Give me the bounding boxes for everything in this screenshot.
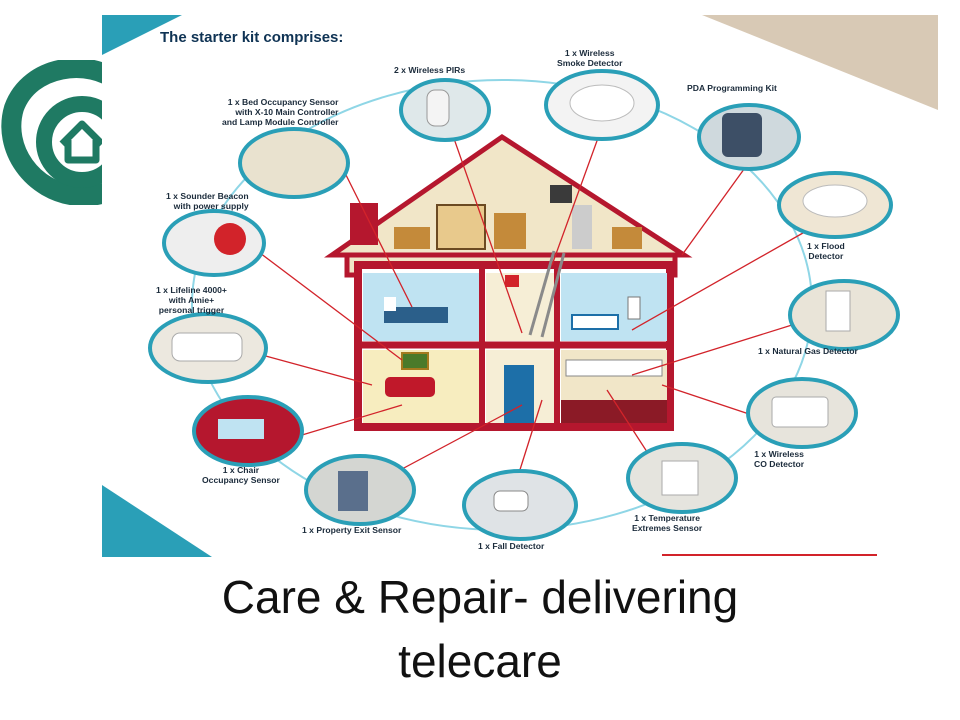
slide-caption: Care & Repair- delivering telecare bbox=[0, 565, 960, 693]
teal-corner-top bbox=[102, 15, 182, 55]
sounder-photo bbox=[162, 209, 266, 277]
label-flood-detector: 1 x Flood Detector bbox=[807, 241, 845, 261]
starter-kit-diagram: The starter kit comprises: 2 x Wireless … bbox=[102, 15, 938, 557]
label-bed-sensor: 1 x Bed Occupancy Sensor with X-10 Main … bbox=[222, 97, 339, 127]
label-pda-kit: PDA Programming Kit bbox=[687, 83, 777, 93]
label-sounder-beacon: 1 x Sounder Beacon with power supply bbox=[166, 191, 249, 211]
teal-corner-bottom bbox=[102, 485, 212, 557]
kit-heading: The starter kit comprises: bbox=[160, 29, 344, 46]
label-temperature-sensor: 1 x Temperature Extremes Sensor bbox=[632, 513, 703, 533]
caption-line-1: Care & Repair- delivering bbox=[221, 571, 739, 623]
label-lifeline: 1 x Lifeline 4000+ with Amie+ personal t… bbox=[156, 285, 227, 315]
label-wireless-pirs: 2 x Wireless PIRs bbox=[394, 65, 466, 75]
house-illustration bbox=[324, 133, 693, 431]
device-photos bbox=[148, 69, 900, 541]
connector-lines bbox=[259, 109, 811, 496]
label-chair-sensor: 1 x Chair Occupancy Sensor bbox=[202, 465, 280, 485]
label-fall-detector: 1 x Fall Detector bbox=[478, 541, 545, 551]
caption-line-2: telecare bbox=[398, 635, 562, 687]
bed-photo bbox=[238, 127, 350, 199]
label-exit-sensor: 1 x Property Exit Sensor bbox=[302, 525, 402, 535]
photo-corner bbox=[702, 15, 938, 110]
label-smoke-detector: 1 x Wireless Smoke Detector bbox=[557, 48, 623, 68]
label-co-detector: 1 x Wireless CO Detector bbox=[754, 449, 805, 469]
label-gas-detector: 1 x Natural Gas Detector bbox=[758, 346, 858, 356]
